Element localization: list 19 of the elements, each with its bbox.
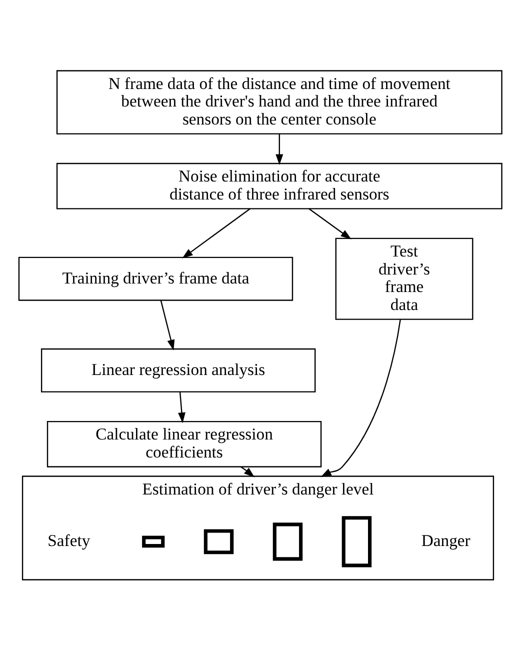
node-box: Linear regression analysis bbox=[40, 348, 316, 392]
node-bar bbox=[342, 516, 372, 568]
arrow bbox=[178, 392, 186, 424]
node-box: Calculate linear regression coefficients bbox=[46, 420, 322, 468]
label: Safety bbox=[48, 531, 90, 550]
arrow bbox=[160, 300, 175, 351]
node-bar bbox=[204, 529, 234, 554]
label: Danger bbox=[421, 531, 470, 550]
arrow bbox=[240, 466, 255, 478]
node-box: Training driver’s frame data bbox=[18, 256, 294, 301]
arrow bbox=[308, 208, 352, 240]
node-box: Noise elimination for accurate distance of three infrared sensors bbox=[56, 162, 502, 210]
node-box: N frame data of the distance and time of movement between the driver's hand and the three infrared sensors on the center console bbox=[56, 70, 502, 134]
arrow bbox=[182, 208, 250, 258]
arrow bbox=[320, 320, 401, 478]
node-bar bbox=[272, 522, 303, 561]
arrow bbox=[276, 134, 284, 165]
node-bar bbox=[142, 536, 165, 548]
node-box: Test driver’s frame data bbox=[335, 238, 474, 320]
